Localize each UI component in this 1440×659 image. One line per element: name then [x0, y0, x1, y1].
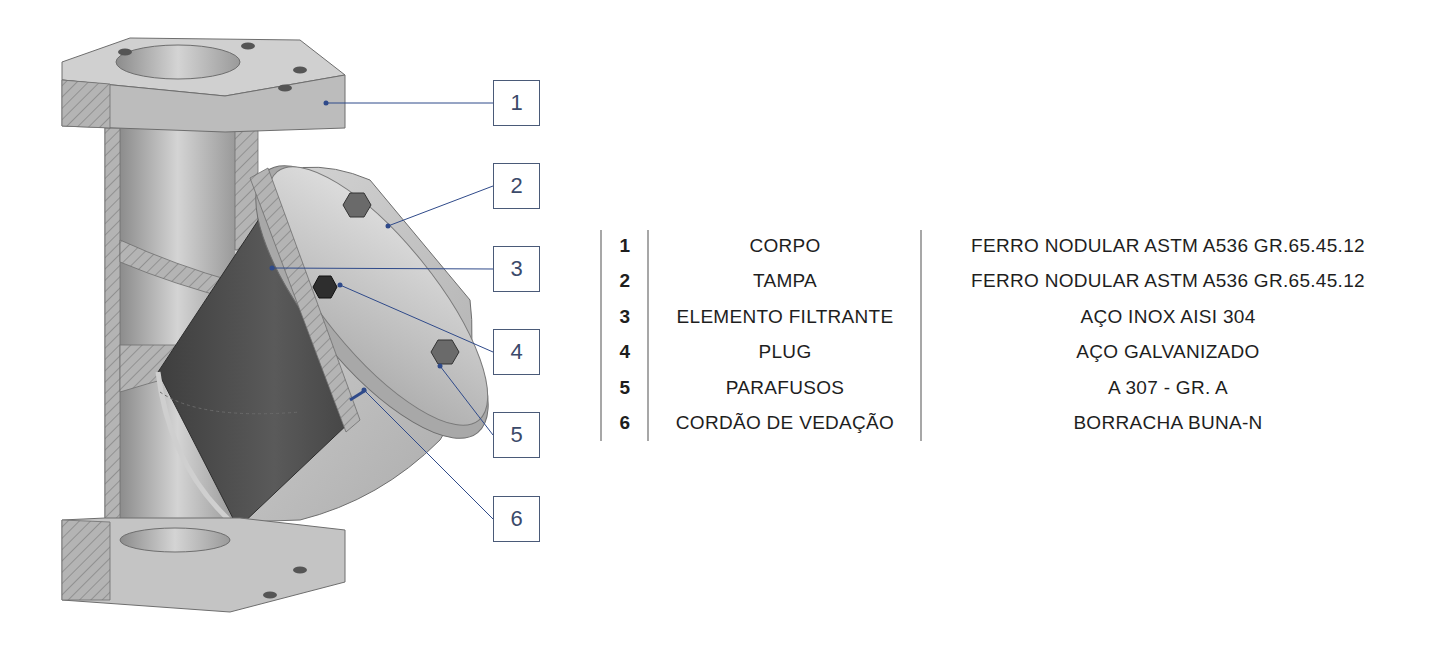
callout-number: 3 — [510, 256, 522, 282]
top-bore — [116, 45, 240, 79]
leader-dot — [270, 266, 275, 271]
callout-box: 2 — [493, 163, 540, 209]
leader-dot — [362, 388, 367, 393]
material-spec: AÇO GALVANIZADO — [1076, 341, 1259, 363]
leader-line — [326, 103, 493, 104]
item-number: 3 — [620, 306, 631, 328]
material-spec: FERRO NODULAR ASTM A536 GR.65.45.12 — [971, 270, 1365, 292]
bolt-hole — [278, 85, 292, 92]
leader-dot — [386, 224, 391, 229]
bolt-hole — [241, 43, 255, 50]
part-name: CORPO — [749, 235, 820, 257]
item-number: 4 — [620, 341, 631, 363]
bottom-bore — [120, 528, 230, 552]
callout-number: 5 — [510, 422, 522, 448]
table-rule — [920, 230, 922, 441]
item-number: 1 — [620, 235, 631, 257]
material-spec: FERRO NODULAR ASTM A536 GR.65.45.12 — [971, 235, 1365, 257]
cover-face — [234, 136, 522, 455]
cover-edge — [218, 132, 526, 471]
leader-line — [340, 285, 493, 352]
part-name: TAMPA — [753, 270, 817, 292]
bolt-hole — [293, 67, 307, 74]
leader-line — [388, 186, 493, 226]
part-name: PARAFUSOS — [726, 377, 844, 399]
screen-rim — [158, 372, 238, 528]
leader-line — [364, 390, 493, 519]
callout-box: 3 — [493, 246, 540, 292]
callout-box: 5 — [493, 412, 540, 458]
plug — [313, 276, 337, 298]
leader-dot — [438, 364, 443, 369]
bolt-hole — [118, 49, 132, 56]
flange-cut — [62, 80, 110, 128]
part-name: CORDÃO DE VEDAÇÃO — [676, 412, 894, 434]
table-rule — [600, 230, 602, 441]
callout-box: 1 — [493, 80, 540, 126]
flange-cut — [62, 520, 110, 600]
bolt-hole — [293, 567, 307, 574]
callout-number: 4 — [510, 339, 522, 365]
leader-dot — [338, 283, 343, 288]
bottom-flange — [62, 518, 345, 612]
material-spec: BORRACHA BUNA-N — [1073, 412, 1262, 434]
leader-lines — [272, 103, 493, 519]
leader-line — [440, 366, 493, 435]
part-name: PLUG — [759, 341, 812, 363]
bolt-head — [343, 193, 371, 217]
callout-box: 4 — [493, 329, 540, 375]
item-number: 2 — [620, 270, 631, 292]
screen-mesh — [160, 392, 300, 414]
item-number: 5 — [620, 377, 631, 399]
bolt-hole — [263, 592, 277, 599]
callout-box: 6 — [493, 496, 540, 542]
leader-line — [272, 268, 493, 269]
material-spec: A 307 - GR. A — [1108, 377, 1228, 399]
part-name: ELEMENTO FILTRANTE — [677, 306, 894, 328]
item-number: 6 — [620, 412, 631, 434]
callout-number: 6 — [510, 506, 522, 532]
callout-number: 1 — [510, 90, 522, 116]
material-spec: AÇO INOX AISI 304 — [1080, 306, 1255, 328]
leader-dot — [324, 101, 329, 106]
callout-number: 2 — [510, 173, 522, 199]
leader-dots — [270, 101, 443, 393]
top-flange-side — [62, 75, 345, 132]
cut-wall — [105, 128, 120, 560]
bolt-head — [431, 340, 459, 364]
cover-cut — [250, 168, 360, 432]
table-rule — [647, 230, 649, 441]
